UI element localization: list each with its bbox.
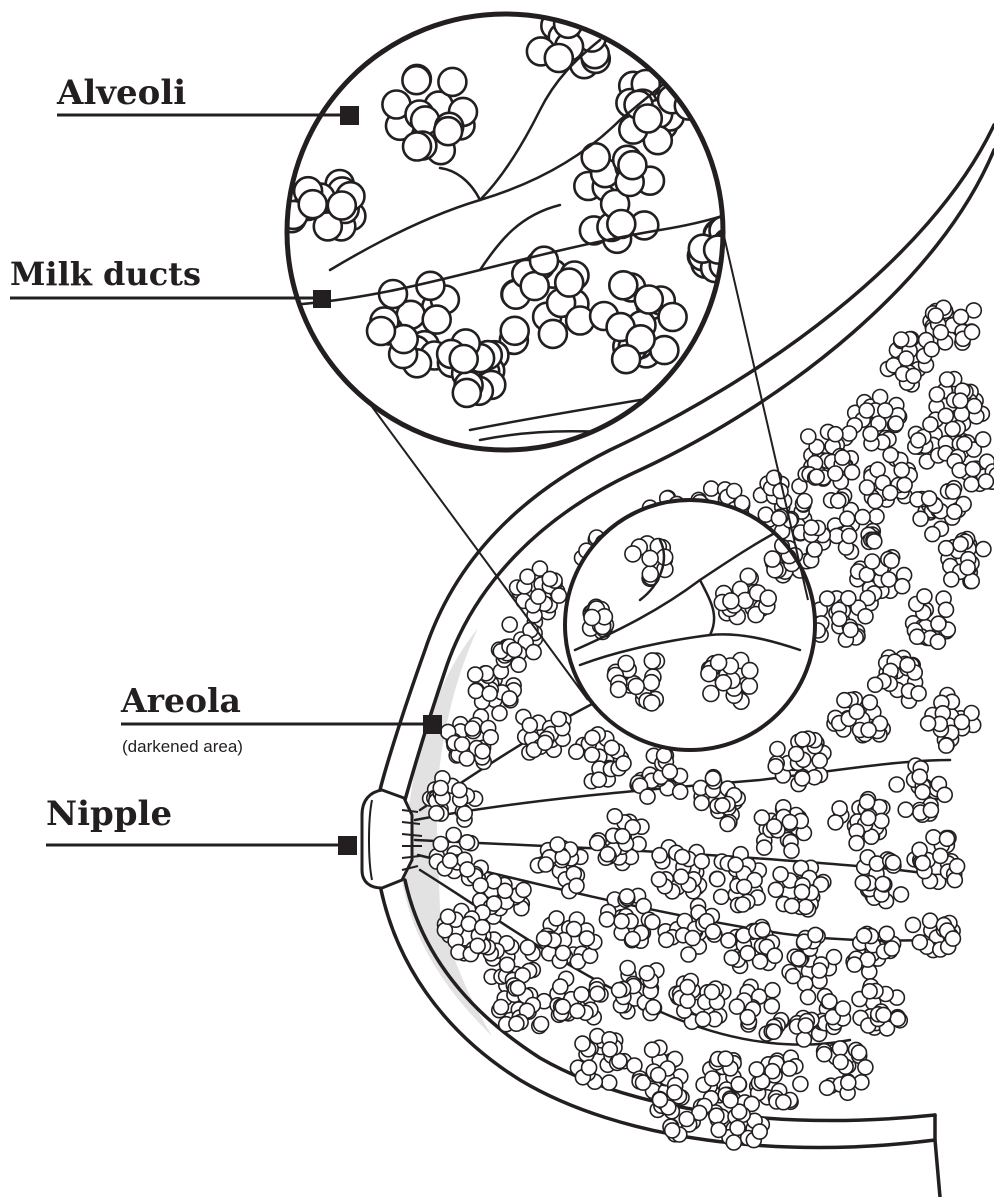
alveoli-cluster [939,532,991,589]
alveoli-cluster [693,770,745,832]
alveoli-label: Alveoli [57,76,186,110]
alveoli-cluster [652,840,710,899]
small-magnifier [565,500,815,750]
alveoli-cluster [828,503,884,560]
alveoli-cluster [906,589,956,649]
alveoli-cluster [516,709,571,760]
alveoli-cluster [790,989,851,1047]
alveoli-cluster [852,979,907,1036]
alveoli-cluster [569,727,631,789]
alveoli-cluster [729,979,789,1041]
milk-ducts-label: Milk ducts [10,258,201,290]
alveoli-cluster [846,926,901,979]
alveoli-cluster [907,830,965,890]
alveoli-cluster [658,899,722,962]
areola-label: Areola [121,684,241,717]
alveoli-cluster [599,888,660,948]
alveoli-cluster [754,800,811,858]
alveoli-cluster [721,920,782,974]
alveoli-cluster [782,927,841,991]
alveoli-cluster [880,332,939,392]
large-magnifier [278,10,743,450]
alveoli-cluster [550,971,608,1025]
alveoli-cluster [906,913,961,957]
alveoli-cluster [860,448,918,509]
alveoli-cluster [537,911,602,969]
areola-note-label: (darkened area) [122,738,243,755]
alveoli-cluster [612,961,664,1021]
alveoli-cluster [855,850,908,909]
alveoli-cluster [441,709,499,769]
nipple-label: Nipple [46,797,172,831]
alveoli-cluster [701,653,758,710]
alveoli-cluster [847,390,906,451]
alveoli-cluster [590,809,649,871]
alveoli-cluster [669,974,731,1030]
alveoli-cluster [710,847,767,913]
alveoli-cluster [570,1029,631,1091]
alveoli-cluster [768,731,831,791]
alveoli-cluster [828,792,890,851]
alveoli-cluster [921,688,981,754]
alveoli-cluster [889,758,952,822]
alveoli-cluster [768,860,830,917]
alveoli-cluster [510,561,567,623]
alveoli-cluster [630,748,688,804]
alveoli-cluster [817,1041,873,1100]
alveoli-cluster [827,692,890,743]
